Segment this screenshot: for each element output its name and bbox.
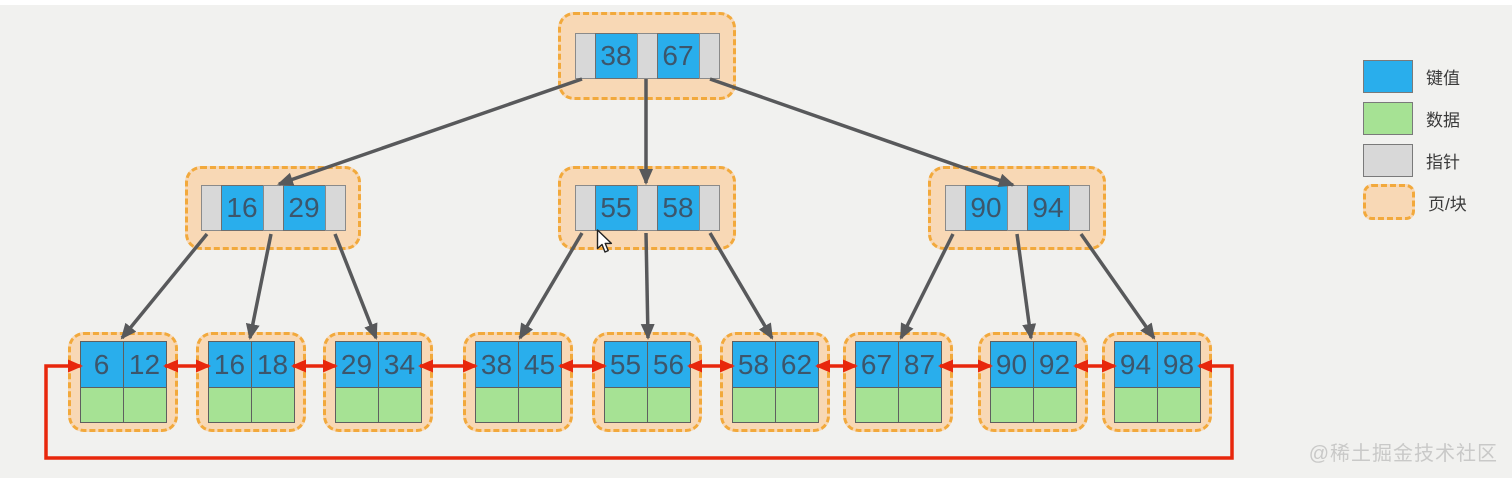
data-cell	[79, 387, 124, 423]
legend-item-data: 数据	[1363, 100, 1460, 136]
data-cell	[989, 387, 1034, 423]
leaf-node-9: 94 98	[1113, 341, 1201, 423]
watermark: @稀土掘金技术社区	[1308, 443, 1498, 465]
data-cell	[250, 387, 295, 423]
leaf-page-6: 58 62	[720, 332, 830, 432]
key-cell: 92	[1032, 341, 1077, 388]
data-cell	[334, 387, 379, 423]
key-cell: 6	[79, 341, 124, 388]
key-cell: 29	[334, 341, 379, 388]
data-cell	[1032, 387, 1077, 423]
key-cell: 58	[656, 185, 700, 231]
key-cell: 12	[122, 341, 167, 388]
pointer-cell	[698, 185, 720, 231]
leaf-node-8: 90 92	[989, 341, 1077, 423]
leaf-page-8: 90 92	[978, 332, 1088, 432]
pointer-swatch	[1363, 143, 1413, 177]
pointer-cell	[574, 185, 596, 231]
leaf-node-3: 29 34	[334, 341, 422, 423]
pointer-cell	[262, 185, 284, 231]
data-cell	[1156, 387, 1201, 423]
top-strip	[0, 0, 1512, 5]
legend-label: 键值	[1426, 68, 1460, 88]
key-cell: 94	[1026, 185, 1070, 231]
key-cell: 87	[897, 341, 942, 388]
legend-item-page: 页/块	[1363, 184, 1467, 220]
pointer-cell	[698, 33, 720, 79]
key-cell: 45	[517, 341, 562, 388]
pointer-cell	[200, 185, 222, 231]
leaf-node-1: 6 12	[79, 341, 167, 423]
key-cell: 38	[474, 341, 519, 388]
pointer-cell	[944, 185, 966, 231]
leaf-page-7: 67 87	[843, 332, 953, 432]
leaf-page-5: 55 56	[592, 332, 702, 432]
key-cell: 90	[989, 341, 1034, 388]
data-cell	[377, 387, 422, 423]
key-cell: 94	[1113, 341, 1158, 388]
data-cell	[731, 387, 776, 423]
pointer-cell	[1006, 185, 1028, 231]
legend-label: 数据	[1426, 110, 1460, 130]
leaf-node-2: 16 18	[207, 341, 295, 423]
key-cell: 56	[646, 341, 691, 388]
internal-page-2: 55 58	[558, 166, 736, 250]
key-cell: 34	[377, 341, 422, 388]
leaf-node-7: 67 87	[854, 341, 942, 423]
key-swatch	[1363, 59, 1413, 93]
key-cell: 55	[603, 341, 648, 388]
legend-label: 指针	[1426, 152, 1460, 172]
leaf-page-1: 6 12	[68, 332, 178, 432]
key-cell: 67	[656, 33, 700, 79]
key-cell: 55	[594, 185, 638, 231]
data-cell	[897, 387, 942, 423]
pointer-cell	[1068, 185, 1090, 231]
mouse-cursor-icon	[596, 229, 613, 253]
data-cell	[774, 387, 819, 423]
legend-item-pointer: 指针	[1363, 142, 1460, 178]
internal-node-1: 16 29	[200, 185, 346, 231]
data-cell	[1113, 387, 1158, 423]
key-cell: 90	[964, 185, 1008, 231]
pointer-cell	[324, 185, 346, 231]
data-cell	[122, 387, 167, 423]
data-cell	[474, 387, 519, 423]
internal-page-3: 90 94	[928, 166, 1106, 250]
data-cell	[207, 387, 252, 423]
data-cell	[517, 387, 562, 423]
root-node: 38 67	[574, 33, 720, 79]
data-swatch	[1363, 101, 1413, 135]
key-cell: 18	[250, 341, 295, 388]
leaf-page-4: 38 45	[463, 332, 573, 432]
data-cell	[854, 387, 899, 423]
pointer-cell	[636, 185, 658, 231]
internal-page-1: 16 29	[185, 166, 361, 250]
data-cell	[603, 387, 648, 423]
page-swatch	[1363, 184, 1415, 220]
leaf-node-5: 55 56	[603, 341, 691, 423]
legend-item-key: 键值	[1363, 58, 1460, 94]
data-cell	[646, 387, 691, 423]
key-cell: 38	[594, 33, 638, 79]
legend-label: 页/块	[1428, 194, 1467, 214]
pointer-cell	[574, 33, 596, 79]
internal-node-2: 55 58	[574, 185, 720, 231]
key-cell: 29	[282, 185, 326, 231]
leaf-node-4: 38 45	[474, 341, 562, 423]
leaf-node-6: 58 62	[731, 341, 819, 423]
key-cell: 67	[854, 341, 899, 388]
key-cell: 58	[731, 341, 776, 388]
key-cell: 16	[207, 341, 252, 388]
internal-node-3: 90 94	[944, 185, 1090, 231]
pointer-cell	[636, 33, 658, 79]
leaf-page-2: 16 18	[196, 332, 306, 432]
leaf-page-3: 29 34	[323, 332, 433, 432]
key-cell: 62	[774, 341, 819, 388]
key-cell: 16	[220, 185, 264, 231]
leaf-page-9: 94 98	[1102, 332, 1212, 432]
root-page: 38 67	[558, 12, 736, 100]
key-cell: 98	[1156, 341, 1201, 388]
